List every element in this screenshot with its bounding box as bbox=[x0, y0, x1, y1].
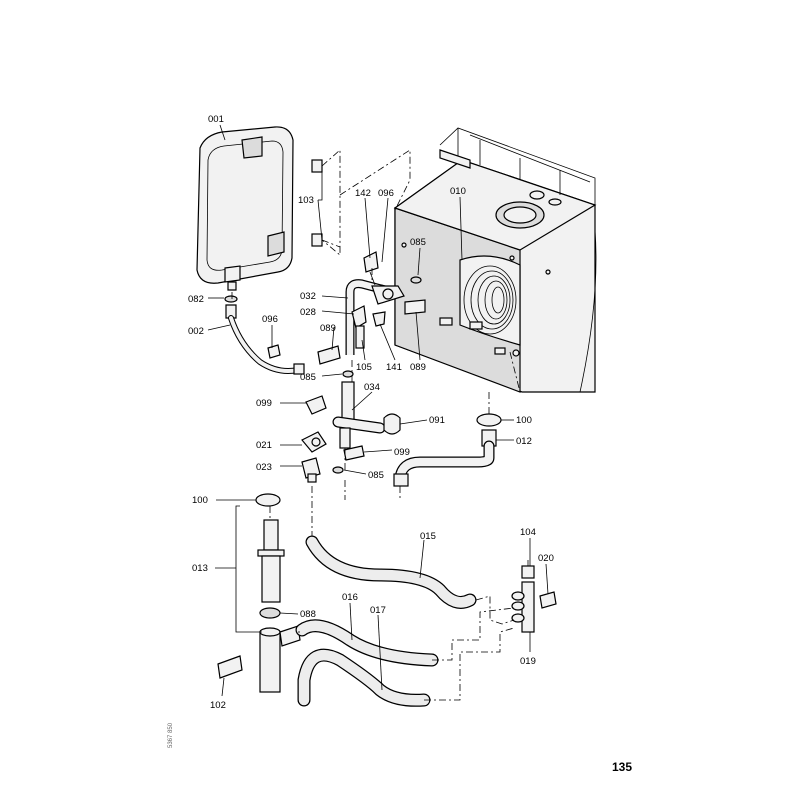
pipe-105 bbox=[355, 325, 365, 349]
label-099-top: 099 bbox=[256, 398, 272, 409]
label-013: 013 bbox=[192, 563, 208, 574]
label-100-left: 100 bbox=[192, 495, 208, 506]
clip-099-bottom bbox=[343, 445, 365, 461]
label-016: 016 bbox=[342, 592, 358, 603]
siphon-tube-013 bbox=[257, 519, 301, 693]
drain-valve-021 bbox=[301, 431, 327, 453]
clip-100-right bbox=[476, 413, 502, 427]
label-089-right: 089 bbox=[410, 362, 426, 373]
o-ring-085-low bbox=[332, 466, 344, 474]
clip-099-top bbox=[305, 395, 327, 415]
o-ring-085-top bbox=[410, 276, 422, 284]
callout-leaders bbox=[207, 124, 549, 697]
label-103: 103 bbox=[298, 195, 314, 206]
label-034: 034 bbox=[364, 382, 380, 393]
label-019: 019 bbox=[520, 656, 536, 667]
siphon-034 bbox=[332, 381, 386, 449]
label-105: 105 bbox=[356, 362, 372, 373]
hose-017 bbox=[297, 648, 431, 707]
label-089-left: 089 bbox=[320, 323, 336, 334]
clip-096 bbox=[267, 344, 281, 359]
clip-089-left bbox=[317, 345, 341, 365]
clip-100-left bbox=[255, 493, 281, 507]
label-085-top: 085 bbox=[410, 237, 426, 248]
elbow-028 bbox=[351, 305, 367, 329]
label-091: 091 bbox=[429, 415, 445, 426]
label-020: 020 bbox=[538, 553, 554, 564]
label-032: 032 bbox=[300, 291, 316, 302]
expansion-vessel bbox=[196, 126, 294, 291]
cap-104 bbox=[521, 565, 535, 579]
assembly-lines bbox=[231, 149, 529, 701]
label-023: 023 bbox=[256, 462, 272, 473]
fitting-023 bbox=[301, 457, 321, 483]
holder-102 bbox=[217, 655, 243, 679]
label-028: 028 bbox=[300, 307, 316, 318]
o-ring-082 bbox=[224, 295, 238, 303]
label-085-mid: 085 bbox=[300, 372, 316, 383]
label-001: 001 bbox=[208, 114, 224, 125]
o-ring-085-mid bbox=[342, 370, 354, 378]
label-088: 088 bbox=[300, 609, 316, 620]
label-017: 017 bbox=[370, 605, 386, 616]
label-102: 102 bbox=[210, 700, 226, 711]
label-096-sensor: 096 bbox=[378, 188, 394, 199]
flexible-hose-002 bbox=[225, 304, 305, 375]
page-number: 135 bbox=[612, 760, 633, 774]
valve-141 bbox=[372, 311, 386, 327]
manifold-019 bbox=[511, 581, 535, 633]
boiler-housing bbox=[393, 127, 597, 393]
hose-012 bbox=[393, 429, 497, 487]
hose-015 bbox=[305, 535, 477, 609]
label-012: 012 bbox=[516, 436, 532, 447]
clip-089-right bbox=[404, 299, 426, 315]
label-100-right: 100 bbox=[516, 415, 532, 426]
callout-labels: 001 082 002 096 103 142 096 010 085 032 … bbox=[188, 114, 554, 711]
label-141: 141 bbox=[386, 362, 402, 373]
label-002: 002 bbox=[188, 326, 204, 337]
sensor-142 bbox=[363, 251, 379, 273]
label-085-low: 085 bbox=[368, 470, 384, 481]
label-010: 010 bbox=[450, 186, 466, 197]
label-104: 104 bbox=[520, 527, 536, 538]
gasket-091 bbox=[383, 413, 401, 435]
pipe-032 bbox=[345, 279, 405, 355]
label-099-bottom: 099 bbox=[394, 447, 410, 458]
hose-016 bbox=[295, 619, 439, 667]
clip-020 bbox=[539, 591, 557, 609]
label-021: 021 bbox=[256, 440, 272, 451]
drawing-number: 5367 850 bbox=[168, 722, 174, 748]
label-096-hose: 096 bbox=[262, 314, 278, 325]
label-015: 015 bbox=[420, 531, 436, 542]
label-082: 082 bbox=[188, 294, 204, 305]
label-142: 142 bbox=[355, 188, 371, 199]
